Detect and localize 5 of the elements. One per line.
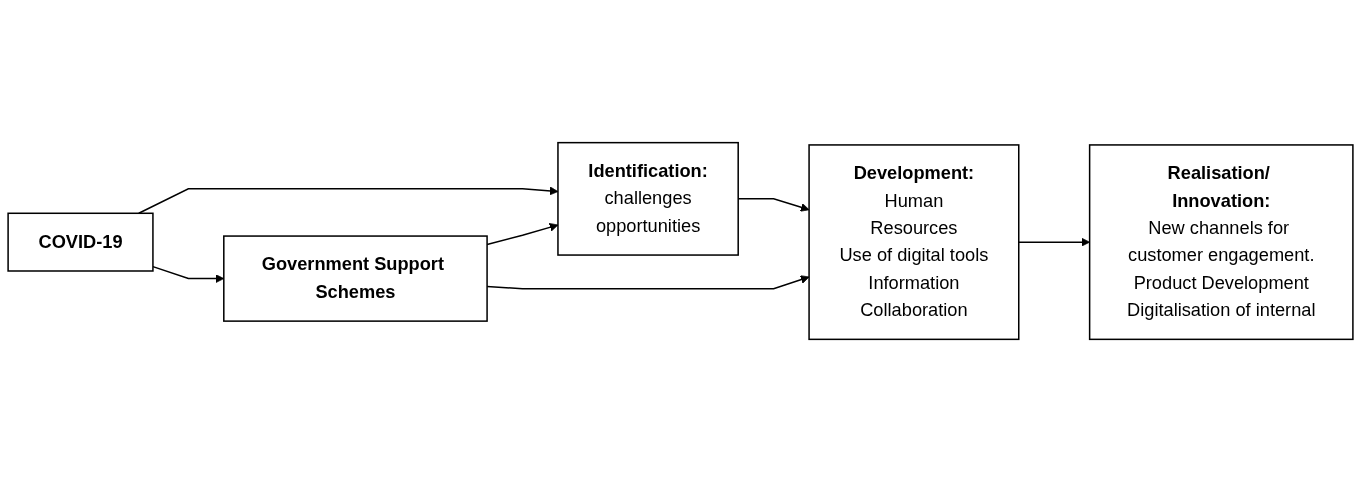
node-box: Government Support Schemes xyxy=(223,235,488,322)
node-box: Realisation/ Innovation: New channels for customer engagement. Product Development Digitalisation of internal xyxy=(1088,144,1354,341)
node-box: COVID-19 xyxy=(7,212,154,272)
node-box: Development: Human Resources Use of digital tools Information Collaboration xyxy=(808,144,1020,341)
node-box: Identification: challenges opportunities xyxy=(557,141,739,256)
